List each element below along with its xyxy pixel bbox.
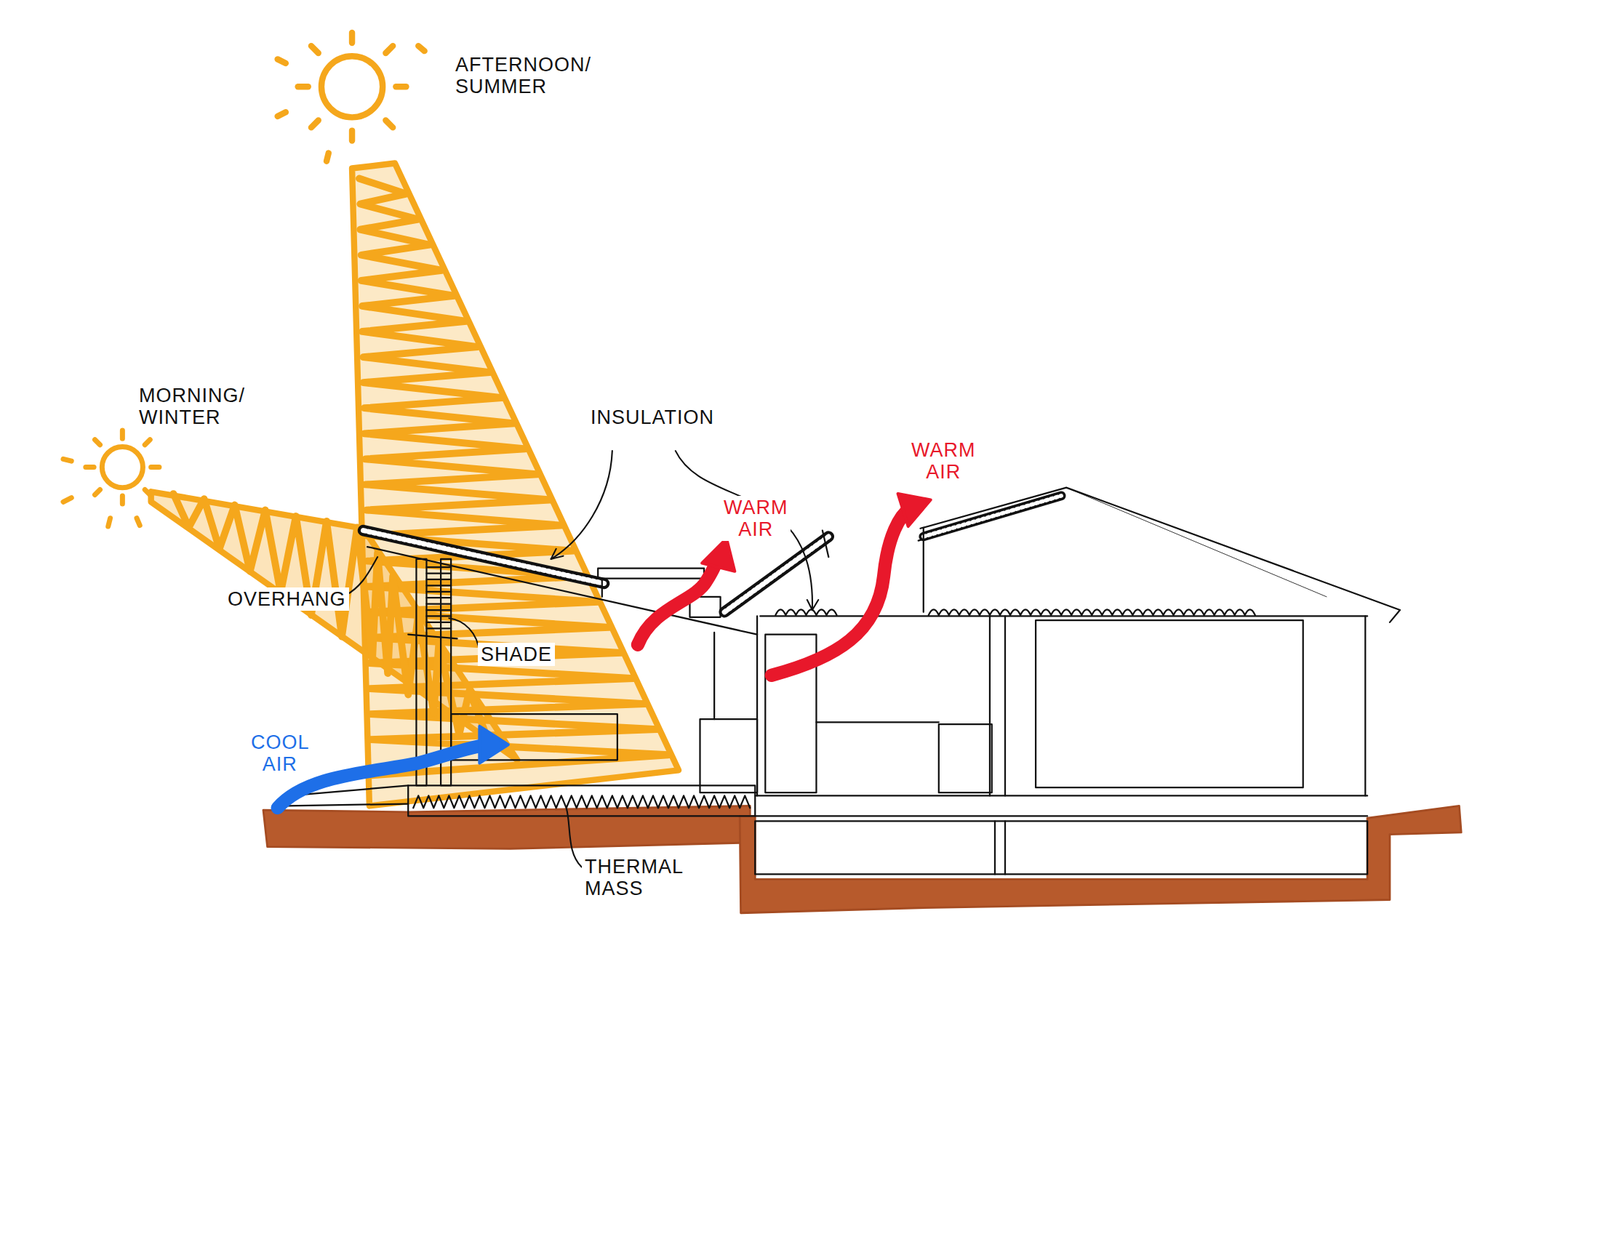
afternoon-sun [321, 56, 383, 118]
afternoon-sun [277, 32, 425, 162]
shade-louvres [426, 567, 451, 629]
house-section [816, 721, 939, 723]
wall [989, 616, 991, 796]
warm-air-arrow [898, 493, 931, 527]
leader-line [344, 557, 378, 596]
warm-air-arrow [637, 538, 735, 646]
leader-line [344, 450, 819, 867]
house-section [923, 496, 1062, 537]
morning-sun [85, 464, 94, 470]
beam [408, 634, 457, 640]
house-section [922, 528, 925, 613]
callout-label: OVERHANG [224, 587, 350, 611]
afternoon-sun [418, 45, 424, 51]
pavilion-column [416, 559, 427, 786]
ceiling-insulation [928, 609, 1256, 616]
wall [1364, 616, 1366, 796]
leader-line [551, 549, 564, 560]
airflow-label: WARM AIR [720, 496, 791, 542]
ceiling [760, 615, 1368, 617]
warm-air-arrow [701, 538, 735, 572]
morning-sun [151, 464, 160, 470]
house-section [920, 488, 1400, 623]
ground-band [263, 805, 750, 849]
house-section [923, 496, 1062, 537]
afternoon-sun [385, 45, 393, 54]
house-section [601, 578, 603, 598]
house-section [288, 488, 1400, 875]
morning-sun [144, 489, 150, 495]
floor [754, 815, 1368, 817]
morning-sun [136, 518, 140, 526]
leader-line [807, 600, 819, 611]
leader-line [448, 618, 480, 654]
bench [938, 724, 992, 793]
ground-earth [263, 805, 1462, 913]
afternoon-sun [298, 83, 309, 90]
warm-air-arrow [771, 493, 931, 676]
afternoon-sun [326, 152, 329, 161]
house-section [994, 821, 996, 875]
window [1035, 620, 1304, 788]
morning-sun [108, 518, 111, 527]
leader-line [675, 450, 813, 611]
afternoon-sun [385, 120, 393, 128]
callout-label: THERMAL MASS [581, 855, 686, 901]
morning-sun [94, 440, 100, 446]
callout-label: INSULATION [587, 405, 718, 430]
sun-label: MORNING/ WINTER [136, 384, 248, 430]
cool-air-arrow [277, 726, 509, 808]
floor-slab [408, 785, 755, 816]
morning-sun [63, 458, 72, 462]
winter-sun-beam [151, 491, 518, 760]
summer-sun-beam [352, 162, 679, 806]
callout-label: SHADE [477, 642, 555, 667]
bench [699, 719, 758, 793]
wall [1004, 616, 1006, 796]
morning-sun [144, 440, 150, 446]
house-section [362, 530, 604, 584]
warm-air-arrow [637, 559, 719, 646]
leader-line [566, 808, 582, 867]
afternoon-sun [277, 58, 286, 64]
afternoon-sun [311, 45, 319, 54]
morning-sun [94, 489, 100, 495]
winter-sun-beam [151, 491, 518, 760]
airflow-label: WARM AIR [908, 438, 979, 484]
house-section [1066, 488, 1327, 598]
afternoon-sun [277, 112, 286, 117]
afternoon-sun [349, 130, 355, 142]
ceiling-insulation [775, 609, 837, 616]
house-section [362, 530, 604, 584]
passive-solar-illustration [63, 32, 1462, 914]
patio-step [288, 804, 409, 807]
house-section [1004, 821, 1006, 875]
afternoon-sun [349, 32, 355, 43]
morning-sun [63, 430, 160, 527]
clerestory-sill [597, 568, 704, 579]
sun-label: AFTERNOON/ SUMMER [452, 53, 595, 99]
thermal-mass-hatch [413, 795, 750, 808]
leader-line [551, 450, 613, 560]
afternoon-sun [311, 120, 319, 128]
morning-sun [120, 496, 126, 504]
crawl-space [754, 821, 1368, 875]
floor [754, 794, 1368, 797]
summer-sun-beam [352, 162, 679, 806]
airflow-label: COOL AIR [248, 730, 312, 776]
morning-sun [63, 498, 72, 503]
afternoon-sun [395, 83, 406, 90]
ground-band [739, 805, 1462, 913]
cool-air-arrow [479, 726, 508, 764]
morning-sun [120, 430, 126, 439]
house-section [822, 530, 829, 558]
house-section [713, 632, 715, 720]
morning-sun [101, 447, 143, 488]
